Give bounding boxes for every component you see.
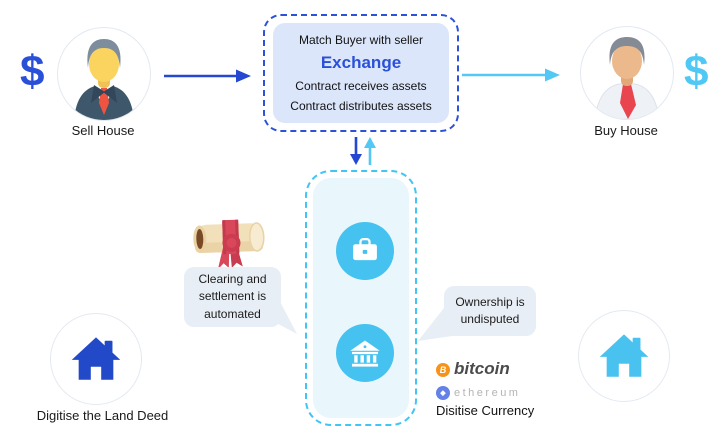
scroll-deed-icon (193, 219, 265, 270)
smart-contract-panel (313, 178, 409, 418)
arrow-up-icon (364, 137, 376, 165)
exchange-title: Exchange (320, 53, 402, 72)
ownership-bubble-text: Ownership is undisputed (455, 294, 525, 326)
arrow-down-icon (350, 137, 362, 165)
buyer-dollar-icon: $ (684, 47, 709, 96)
house-cyan-icon (599, 334, 649, 377)
bank-circle (336, 324, 394, 382)
clearing-bubble-text: Clearing and settlement is automated (198, 271, 267, 321)
digitise-currency-label: Disitise Currency (436, 403, 535, 418)
ethereum-wordmark: ethereum (454, 387, 521, 399)
clearing-bubble: Clearing and settlement is automated (184, 267, 281, 327)
bitcoin-wordmark: bitcoin (454, 359, 510, 378)
buyer-label: Buy House (594, 123, 658, 138)
arrow-seller-to-exchange (164, 69, 251, 83)
house-blue-icon (71, 337, 121, 380)
arrows-exchange-contract (350, 137, 376, 165)
bank-icon (350, 340, 380, 367)
land-deed-label: Digitise the Land Deed (36, 408, 169, 423)
currency-house-circle (578, 310, 670, 402)
seller-label: Sell House (71, 123, 135, 138)
ownership-bubble: Ownership is undisputed (444, 286, 536, 336)
seller-avatar (57, 27, 151, 121)
bitcoin-icon: B (436, 363, 450, 377)
bubble-right-tail (418, 308, 452, 341)
seller-dollar-icon: $ (20, 47, 45, 96)
smart-contract-container (305, 170, 417, 426)
exchange-line-distributes: Contract distributes assets (290, 99, 432, 113)
exchange-line-match: Match Buyer with seller (298, 33, 424, 47)
seller-person-icon (74, 39, 134, 120)
exchange-line-receives: Contract receives assets (295, 79, 427, 93)
buyer-avatar (580, 26, 674, 120)
land-deed-house-circle (50, 313, 142, 405)
exchange-box-inner: Match Buyer with seller Exchange Contrac… (273, 23, 449, 123)
briefcase-icon (353, 237, 377, 261)
buyer-person-icon (594, 37, 660, 119)
exchange-box: Match Buyer with seller Exchange Contrac… (263, 14, 459, 132)
ethereum-icon: ◆ (436, 386, 450, 400)
assets-circle (336, 222, 394, 280)
arrow-exchange-to-buyer (462, 68, 560, 82)
